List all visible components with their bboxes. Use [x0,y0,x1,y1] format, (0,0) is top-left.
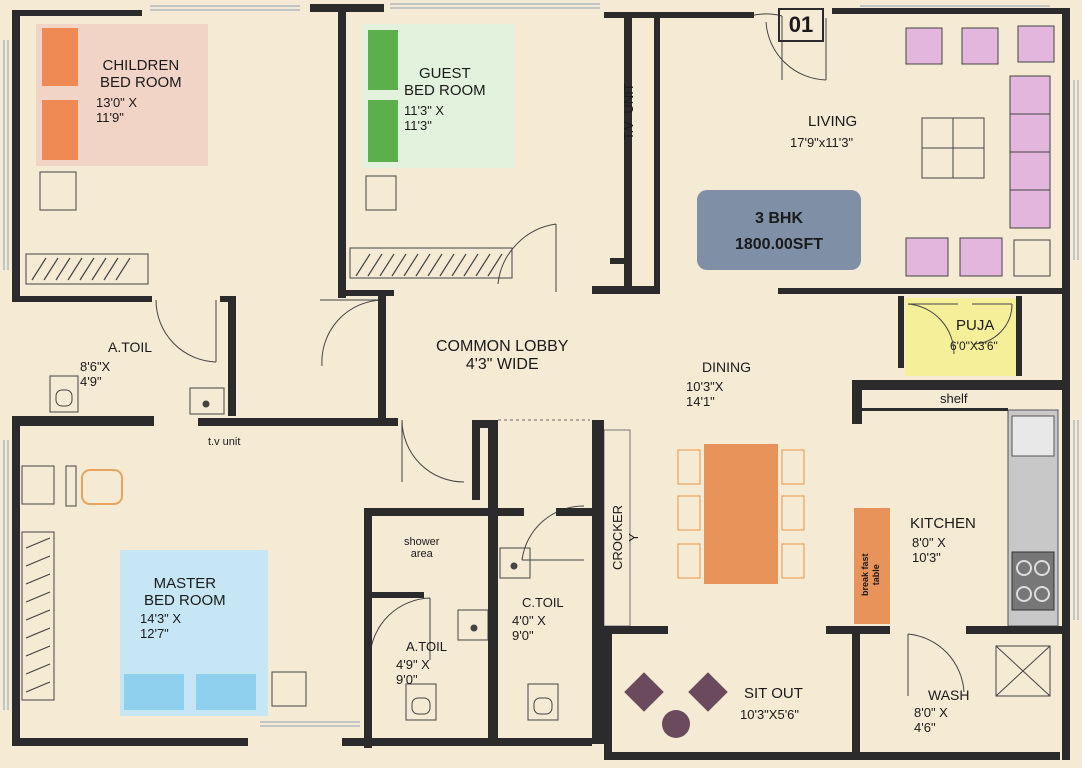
puja-dims: 6'0"X3'6" [950,339,998,353]
crockery-line-1: CROCKER [610,504,625,570]
living-sofa-set [905,25,1055,277]
living-dims: 17'9"x11'3" [790,135,854,150]
guest-dim-2: 11'3" [404,117,432,133]
breakfast-line-1: break fast [860,553,870,596]
lobby-dim: 4'3" WIDE [465,355,539,373]
dining-dim-1: 10'3"X [686,379,724,394]
ctoil-dim-2: 9'0" [512,627,534,643]
puja-fill [905,298,1017,376]
guest-dim-1: 11'3" X [404,103,445,118]
crockery-label: CROCKER Y [610,505,642,570]
children-bedroom-label: CHILDREN BED ROOM [100,57,182,92]
puja-label: PUJA [956,317,995,334]
kitchen-dim-1: 8'0" X [912,535,946,550]
wash-label: WASH [928,687,970,703]
living-label: LIVING [808,113,858,130]
kitchen-dim-2: 10'3" [912,549,941,565]
toil-mid-dim-1: 4'9" X [396,657,430,672]
shelf-label: shelf [940,391,968,406]
toilet-fixtures [49,375,559,721]
master-bedroom-dims: 14'3" X 12'7" [140,611,182,641]
dining-label: DINING [702,359,751,375]
common-lobby-label: COMMON LOBBY 4'3" WIDE [436,338,568,374]
dining-dim-2: 14'1" [686,393,715,409]
breakfast-label: break fast table [860,553,882,596]
guest-name-2: BED ROOM [404,81,486,99]
toil-mid-label: A.TOIL [406,639,447,654]
unit-number: 01 [778,8,824,42]
wash-dim-2: 4'6" [914,719,936,735]
dining-dims: 10'3"X 14'1" [686,379,724,409]
children-dim-1: 13'0" X [96,95,138,110]
children-name-2: BED ROOM [100,73,182,91]
kitchen-dims: 8'0" X 10'3" [912,535,946,565]
ctoil-dims: 4'0" X 9'0" [512,613,546,643]
bhk-line-1: 3 BHK [754,210,803,227]
toil-mid-dim-2: 9'0" [396,671,418,687]
ctoil-label: C.TOIL [522,595,564,610]
shower-area-label: shower area [404,536,439,561]
wash-machine [995,645,1051,697]
door-swings [155,13,1013,696]
wash-dims: 8'0" X 4'6" [914,705,948,735]
sitout-dims: 10'3"X5'6" [740,707,800,722]
tv-unit-top-label: T.V UNIT [621,83,637,140]
guest-bed [349,24,514,279]
bhk-badge [697,190,861,270]
breakfast-line-2: table [871,564,881,586]
guest-name-1: GUEST [419,65,471,82]
guest-bedroom-dims: 11'3" X 11'3" [404,103,445,133]
walls [12,4,1070,760]
kitchen-counter [1007,409,1059,627]
master-bedroom-label: MASTER BED ROOM [144,575,226,610]
tv-unit-top-line2: UNIT [621,83,636,114]
ctoil-dim-1: 4'0" X [512,613,546,628]
children-dim-2: 11'9" [96,109,124,125]
wash-dim-1: 8'0" X [914,705,948,720]
lobby-name: COMMON LOBBY [436,338,569,355]
toil-top-dim-1: 8'6"X [80,359,111,374]
tv-unit-top-line1: T.V [621,121,636,140]
sitout-furniture [624,672,728,738]
children-name-1: CHILDREN [102,57,180,74]
shower-line-1: shower [404,536,440,548]
kitchen-label: KITCHEN [910,515,976,532]
toil-mid-dims: 4'9" X 9'0" [396,657,430,687]
master-dim-1: 14'3" X [140,611,182,626]
dining-set [677,444,805,584]
crockery-line-2: Y [626,533,641,542]
toil-top-dims: 8'6"X 4'9" [80,359,111,389]
breakfast-table [854,508,890,624]
children-bedroom-dims: 13'0" X 11'9" [96,95,138,125]
toil-top-dim-2: 4'9" [80,373,102,389]
bhk-line-2: 1800.00SFT [734,236,824,253]
shower-line-2: area [410,548,433,561]
tv-unit-mid-label: t.v unit [208,436,241,448]
master-dim-2: 12'7" [140,625,169,641]
master-bed [21,465,307,716]
sitout-label: SIT OUT [744,685,803,702]
toil-top-label: A.TOIL [108,339,153,355]
guest-bedroom-label: GUEST BED ROOM [404,65,486,100]
master-name-1: MASTER [153,575,217,592]
master-name-2: BED ROOM [144,591,226,609]
children-bed [25,24,208,285]
bhk-badge-text: 3 BHK 1800.00SFT [697,206,861,258]
